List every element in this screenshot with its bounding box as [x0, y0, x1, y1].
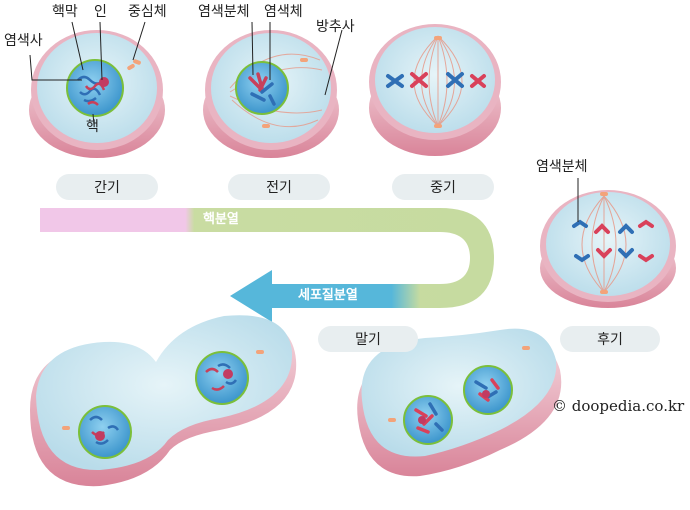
phase-interphase: 간기: [56, 174, 158, 200]
prophase-cell: [203, 21, 343, 158]
nucleolus: [99, 77, 109, 87]
label-karyokinesis: 핵분열: [203, 212, 239, 227]
phase-metaphase: 중기: [392, 174, 494, 200]
telophase-nucleus-left: [403, 395, 453, 445]
label-nuclear-membrane: 핵막: [52, 4, 78, 20]
nucleus: [66, 59, 124, 117]
phase-telophase: 말기: [318, 326, 418, 352]
label-nucleus: 핵: [86, 119, 99, 135]
centrosome-prophase-b: [262, 124, 270, 128]
phase-anaphase: 후기: [560, 326, 660, 352]
interphase-cell: [29, 21, 165, 158]
label-centrosome: 중심체: [128, 4, 167, 20]
prophase-leaders: [251, 21, 343, 96]
phase-prophase: 전기: [228, 174, 330, 200]
copyright-credit: © doopedia.co.kr: [552, 397, 685, 415]
anaphase-cell: [540, 178, 676, 308]
metaphase-chromosomes: [386, 72, 486, 88]
label-chromatid-anaphase: 염색분체: [536, 159, 588, 175]
metaphase-cell: [369, 24, 501, 156]
label-nucleolus: 인: [94, 4, 107, 20]
centrosome-prophase-a: [300, 58, 308, 62]
label-chromatin: 염색사: [4, 33, 43, 49]
label-spindle: 방추사: [316, 19, 355, 35]
interphase-leaders: [29, 21, 146, 126]
prophase-nucleus: [235, 61, 289, 115]
label-chromatid-prophase: 염색분체: [198, 4, 250, 20]
label-cytokinesis: 세포질분열: [298, 288, 358, 303]
telophase-nucleus-right: [463, 365, 513, 415]
label-chromosome: 염색체: [264, 4, 303, 20]
telophase-cell: [357, 328, 562, 477]
karyokinesis-band: [40, 208, 494, 308]
centrosome: [127, 59, 141, 70]
daughter-nucleus-left: [78, 405, 132, 459]
process-band: [40, 208, 494, 322]
daughter-nucleus-right: [195, 351, 249, 405]
anaphase-chromosomes: [572, 219, 654, 263]
anaphase-spindle: [581, 195, 627, 293]
cytokinesis-arrow: [230, 270, 420, 322]
daughter-cells: [30, 315, 297, 487]
